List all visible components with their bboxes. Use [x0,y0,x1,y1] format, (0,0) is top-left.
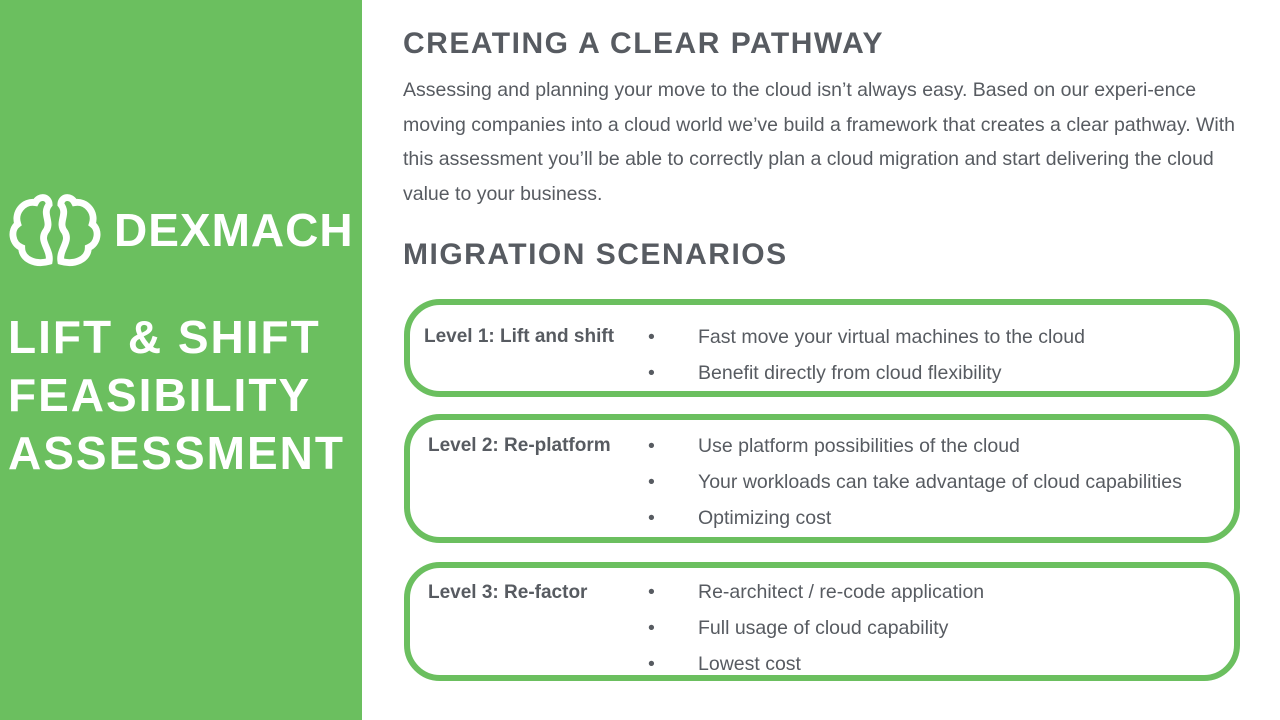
list-item: •Use platform possibilities of the cloud [648,435,1020,457]
pathway-heading: Creating a clear pathway [403,27,885,60]
brand-panel: DEXMACH Lift & Shift Feasibility Assessm… [0,0,362,720]
level-items: •Re-architect / re-code application •Ful… [648,574,984,682]
level-items: •Fast move your virtual machines to the … [648,319,1085,391]
level-label: Level 3: Re-factor [428,582,588,603]
list-item: •Your workloads can take advantage of cl… [648,471,1182,493]
assessment-title: Lift & Shift Feasibility Assessment [8,308,345,482]
scenario-card-level-1: Level 1: Lift and shift •Fast move your … [404,299,1240,397]
scenario-card-level-3: Level 3: Re-factor •Re-architect / re-co… [404,562,1240,681]
list-item: •Benefit directly from cloud flexibility [648,362,1002,384]
scenario-card-level-2: Level 2: Re-platform •Use platform possi… [404,414,1240,543]
level-items: •Use platform possibilities of the cloud… [648,428,1182,536]
list-item: •Full usage of cloud capability [648,617,949,639]
logo: DEXMACH [6,190,354,270]
list-item: •Fast move your virtual machines to the … [648,326,1085,348]
brand-name: DEXMACH [114,204,354,256]
title-line: Feasibility [8,369,312,421]
pathway-text: Assessing and planning your move to the … [403,79,1236,205]
brain-logo-icon [9,194,101,266]
title-line: Assessment [8,427,345,479]
level-label: Level 2: Re-platform [428,435,611,456]
list-item: •Optimizing cost [648,507,832,529]
list-item: •Re-architect / re-code application [648,581,985,603]
scenarios-heading: Migration scenarios [403,238,788,271]
level-label: Level 1: Lift and shift [424,326,615,347]
list-item: •Lowest cost [648,653,801,675]
title-line: Lift & Shift [8,311,321,363]
